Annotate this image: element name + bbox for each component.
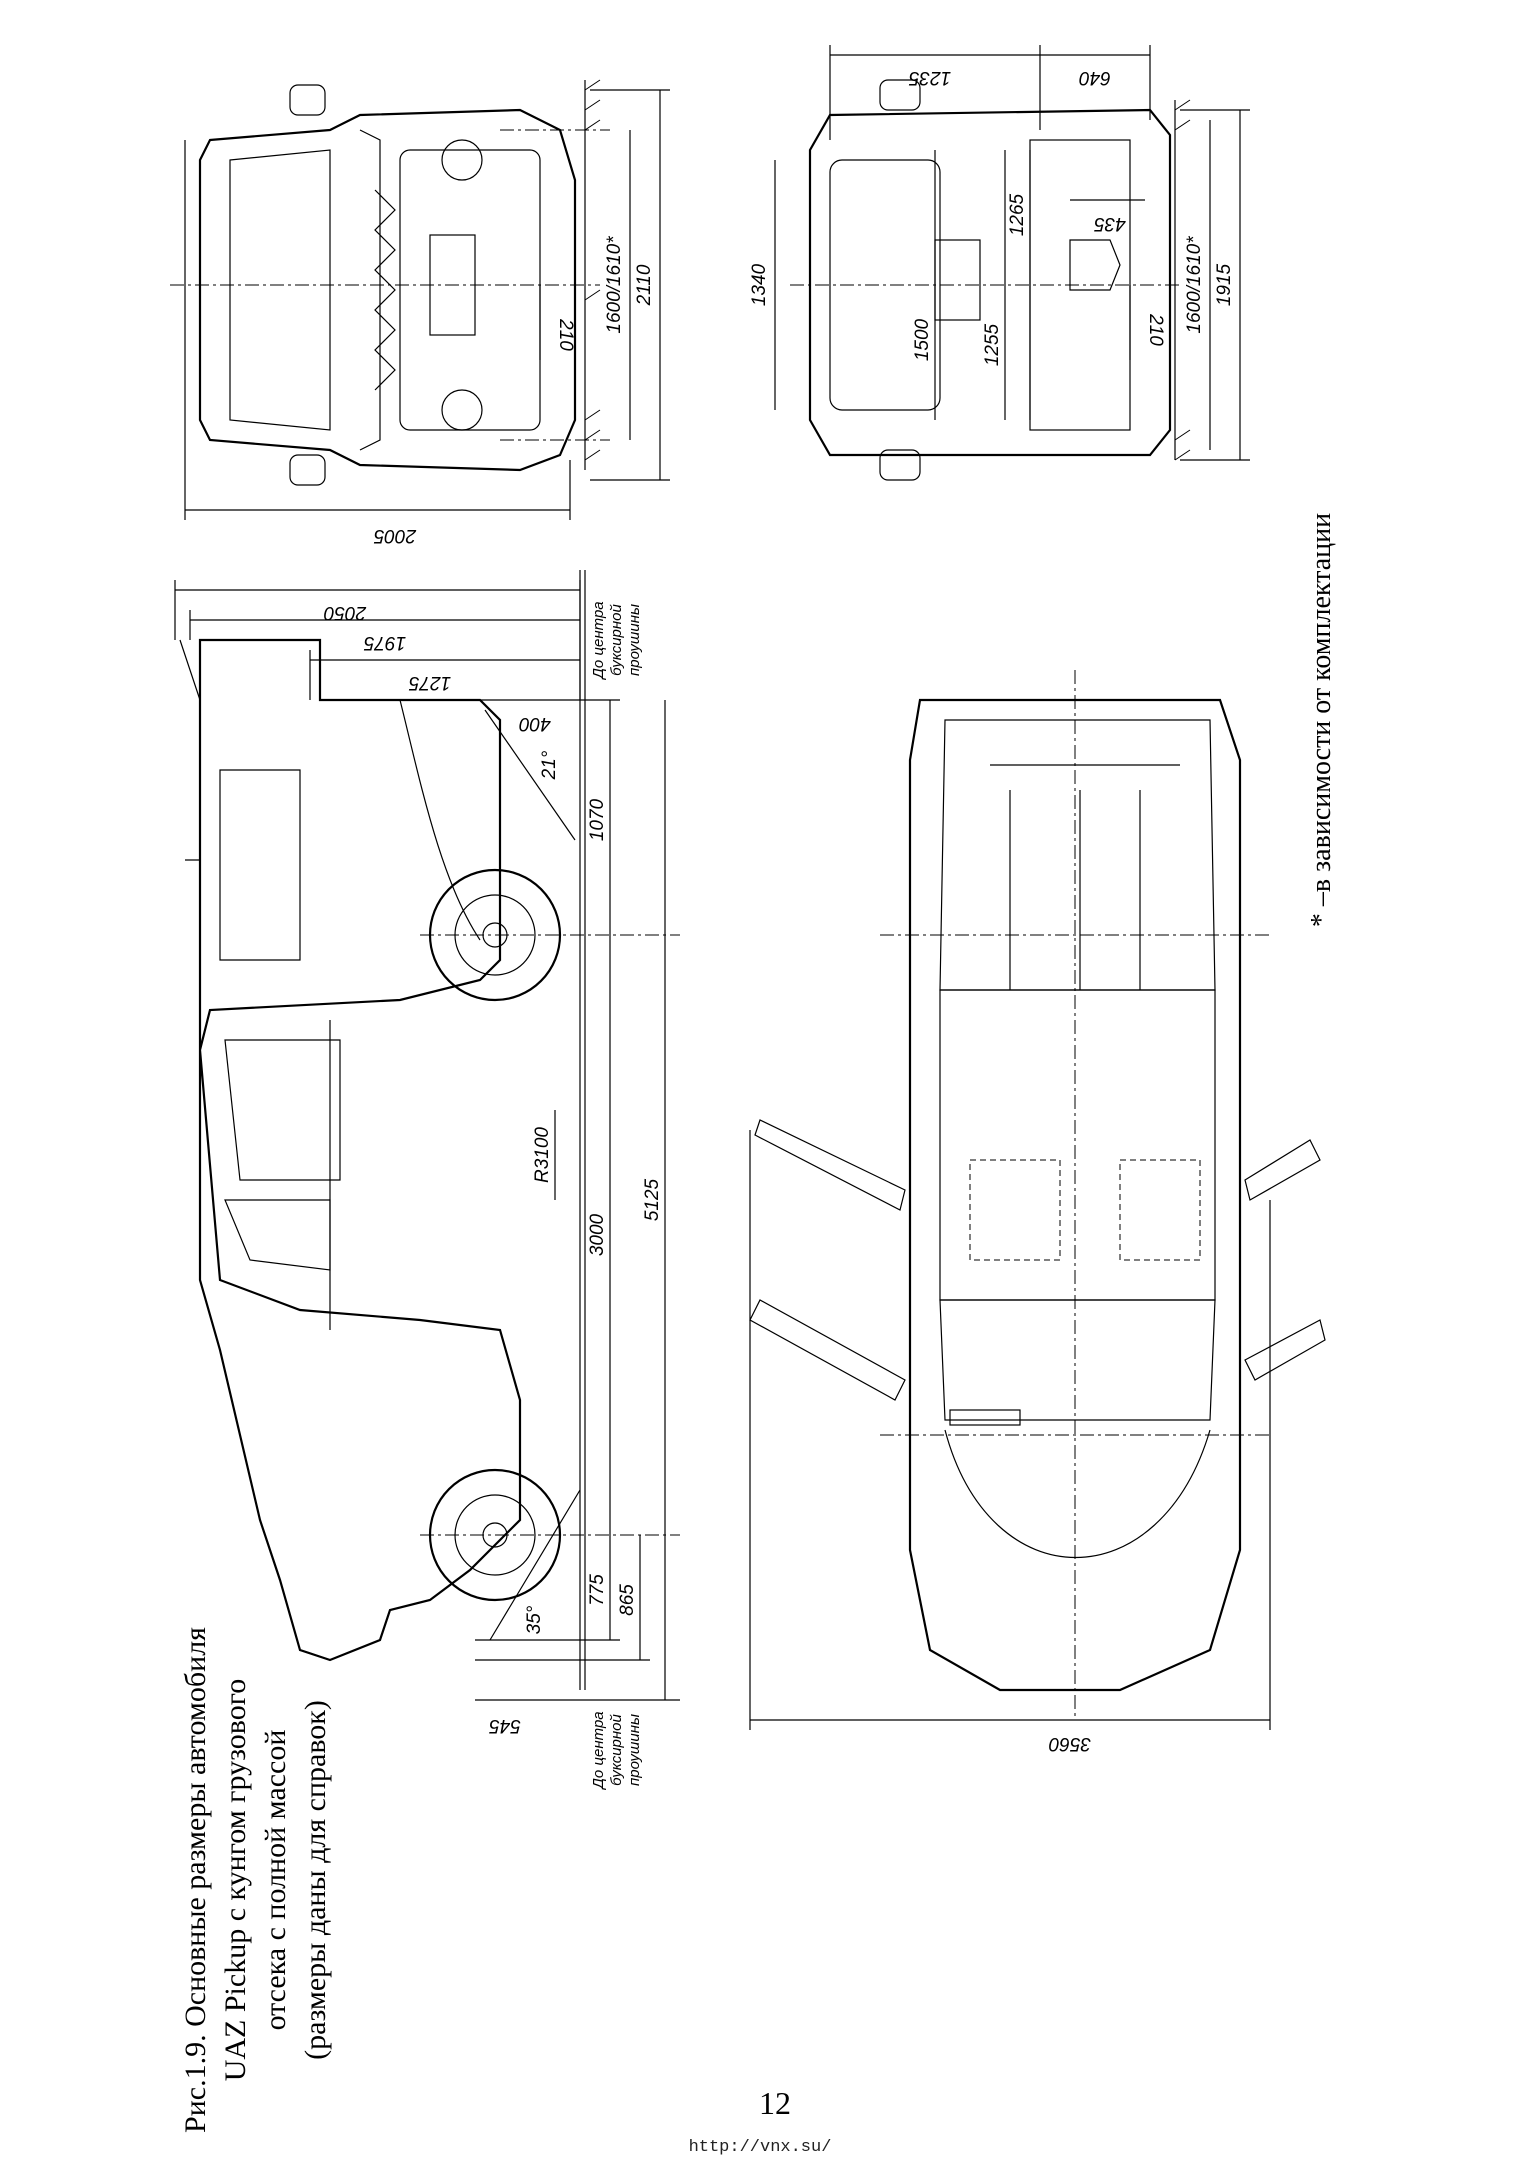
front-overhang-865: 865 [617, 1584, 638, 1616]
height-1275: 1275 [408, 672, 451, 693]
rear-dim-1265: 1265 [1007, 193, 1028, 236]
doors-open-width-3560: 3560 [1048, 1733, 1091, 1754]
departure-angle: 21° [539, 750, 560, 780]
caption-line-2: UAZ Pickup с кунгом грузового [219, 1679, 252, 2082]
rear-track: 1600/1610* [1184, 236, 1205, 334]
svg-text:проушины: проушины [626, 1714, 643, 1786]
footnote: * –в зависимости от комплектации [1306, 513, 1337, 927]
ramp-radius: R3100 [532, 1127, 553, 1183]
tow-note-rear: До центра буксирной проушины [590, 601, 643, 680]
hook-545: 545 [489, 1715, 521, 1736]
caption-line-4: (размеры даны для справок) [299, 1700, 332, 2060]
top-view: 3560 [749, 670, 1326, 1754]
rear-view: 1235 640 1340 1500 1255 1265 435 210 160… [749, 45, 1250, 481]
front-width-2005: 2005 [373, 525, 417, 546]
front-overhang-775: 775 [587, 1574, 608, 1606]
rear-dim-1915: 1915 [1214, 263, 1235, 306]
rear-dim-1255: 1255 [982, 323, 1003, 366]
rear-dim-1500: 1500 [912, 318, 933, 361]
front-height-2110: 2110 [634, 264, 655, 306]
front-track: 1600/1610* [604, 236, 625, 334]
svg-text:буксирной: буксирной [608, 604, 625, 676]
caption-line-3: отсека с полной массой [259, 1730, 292, 2031]
overall-length-5125: 5125 [642, 1178, 663, 1221]
approach-angle: 35° [524, 1605, 545, 1634]
svg-text:До центра: До центра [590, 1711, 607, 1790]
rear-dim-435: 435 [1094, 213, 1126, 234]
rear-dim-1340: 1340 [749, 263, 770, 306]
front-clearance-210: 210 [555, 318, 576, 351]
source-url[interactable]: http://vnx.su/ [688, 2138, 832, 2157]
figure-caption: Рис.1.9. Основные размеры автомобиля UAZ… [179, 1627, 332, 2133]
rear-dim-1235: 1235 [908, 67, 951, 88]
rear-dim-640: 640 [1079, 67, 1111, 88]
tow-note-front: До центра буксирной проушины [590, 1711, 643, 1790]
height-1975: 1975 [363, 632, 406, 653]
svg-text:буксирной: буксирной [608, 1714, 625, 1786]
front-view: 2005 2110 1600/1610* 210 [170, 79, 670, 546]
svg-text:До центра: До центра [590, 601, 607, 680]
rear-overhang-1070: 1070 [587, 798, 608, 841]
wheelbase-3000: 3000 [587, 1213, 608, 1256]
rear-overhang-400: 400 [519, 713, 551, 734]
svg-text:проушины: проушины [626, 604, 643, 676]
rear-dim-210: 210 [1145, 313, 1166, 346]
page-number: 12 [759, 2085, 791, 2121]
side-view: 21° 35° R3100 2050 1975 1275 До центра б… [174, 570, 680, 1791]
caption-line-1: Рис.1.9. Основные размеры автомобиля [179, 1627, 212, 2133]
height-2050: 2050 [323, 602, 367, 623]
